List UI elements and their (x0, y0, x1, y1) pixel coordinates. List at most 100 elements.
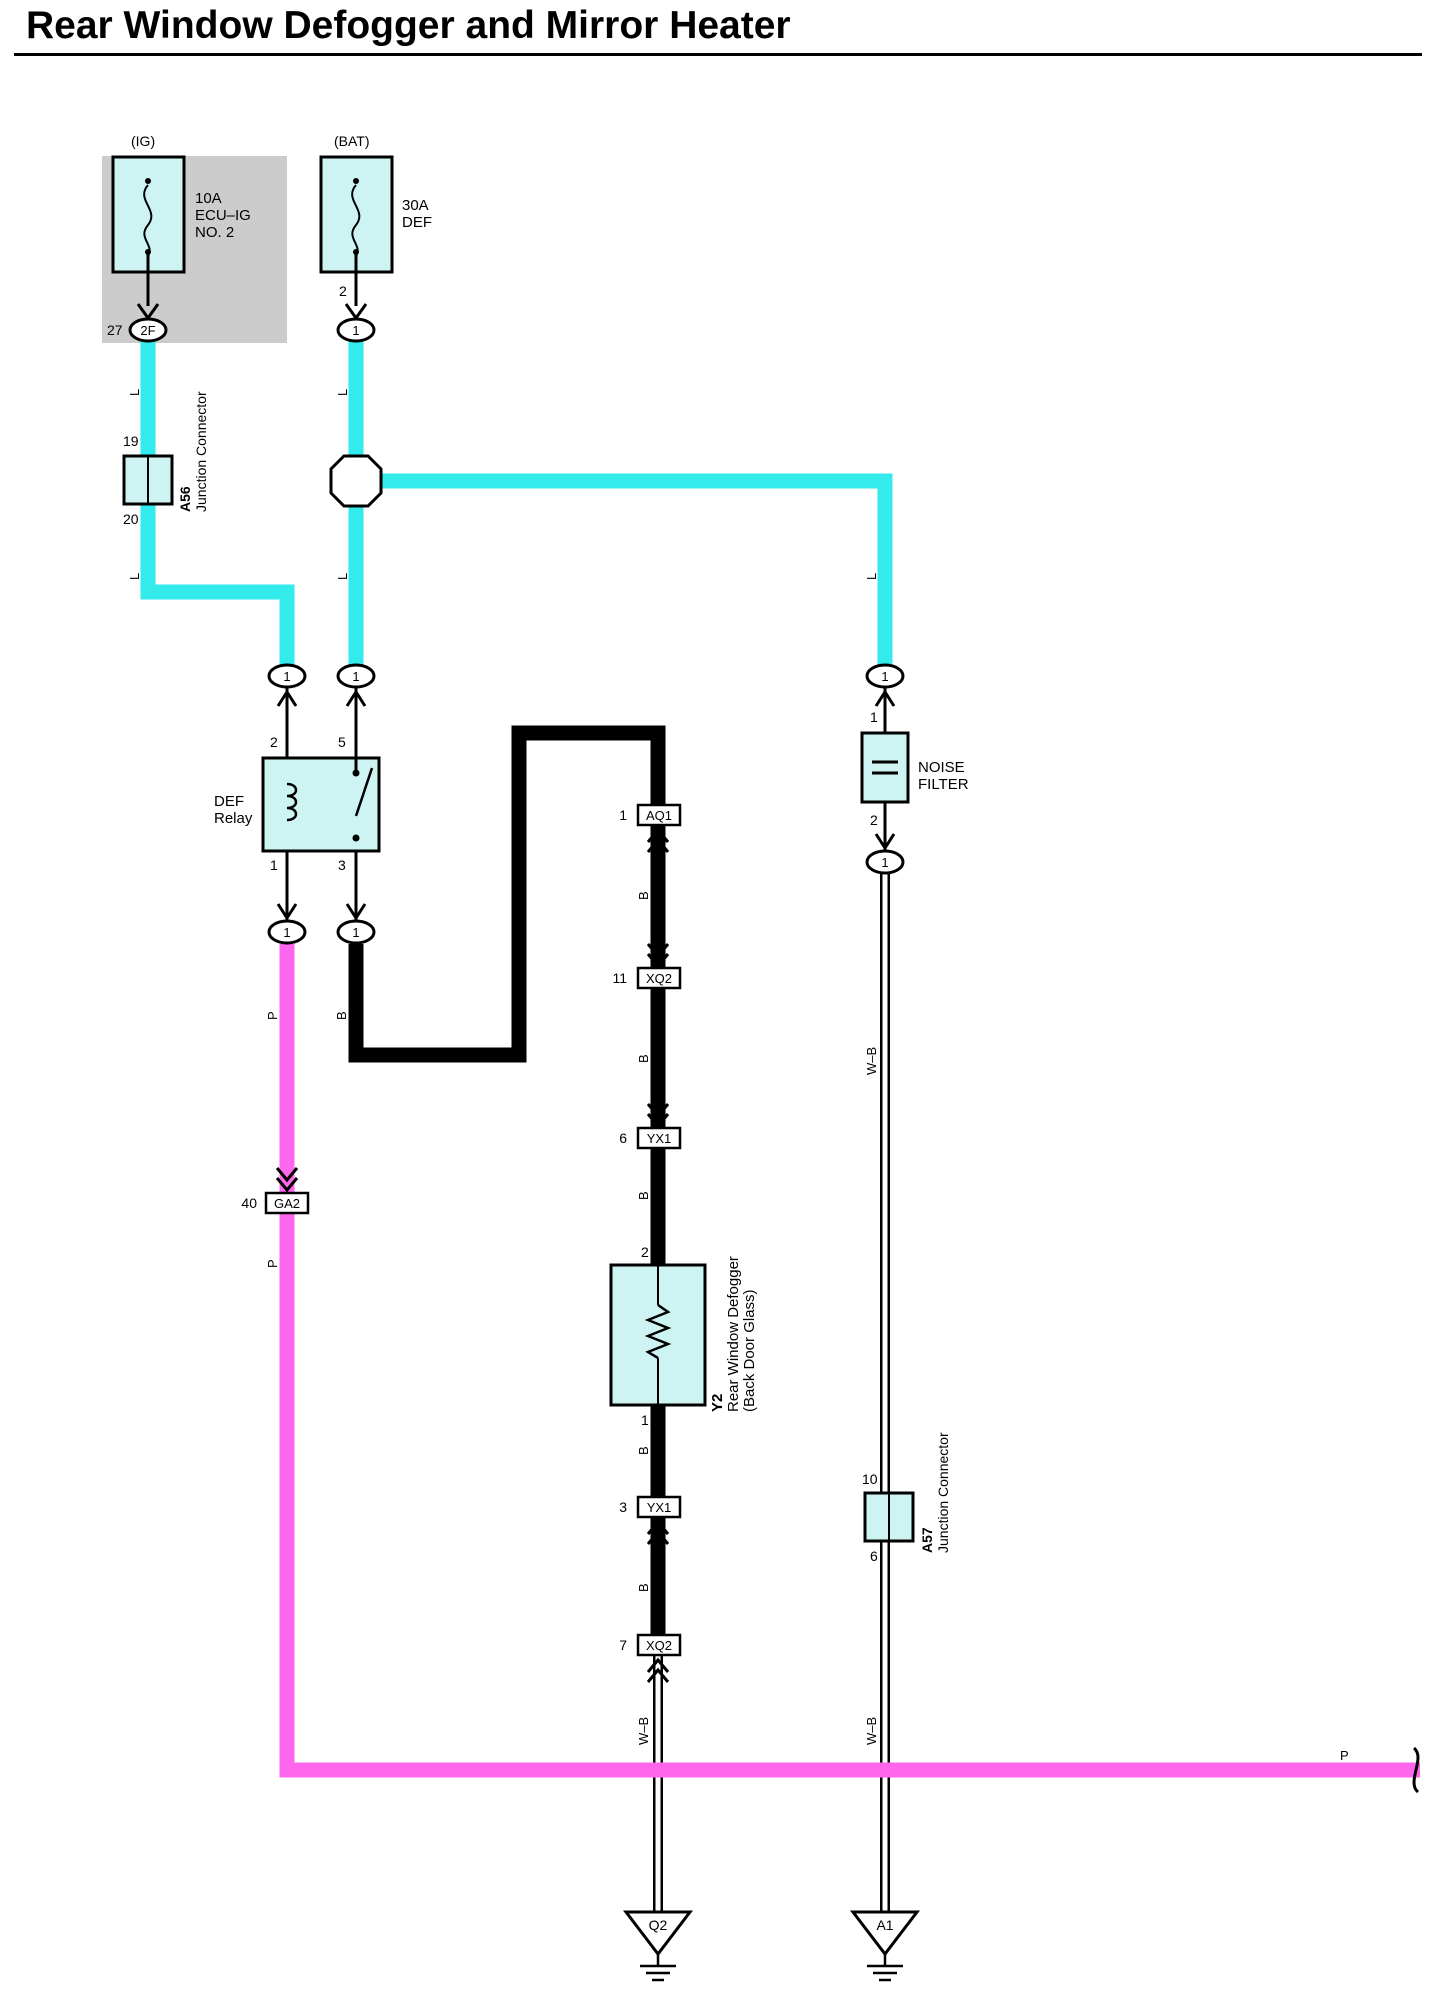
wire-break-mark (1412, 1746, 1420, 1794)
yx1-6-arrow-a (646, 1103, 670, 1119)
wire-p-main (279, 944, 1420, 1778)
noise-filter: 1 1 2 NOISE FILTER (860, 688, 969, 875)
inline-connector-xq2-11: XQ2 11 (612, 943, 682, 990)
ig-fuse-name-1: ECU–IG (195, 207, 251, 224)
ground-q2-triangle (622, 1910, 694, 1957)
aq1-arrow-b (646, 837, 670, 853)
ground-a1-code: A1 (876, 1917, 893, 1933)
relay-input-connectors: 1 1 1 (267, 663, 905, 689)
xq2-7-pin: 7 (619, 1637, 627, 1653)
connector-2f-pin: 27 (107, 322, 123, 338)
yx1-3-code: YX1 (647, 1500, 672, 1515)
conn-relay-in-switch-label: 1 (352, 669, 359, 684)
wire-l-branch (356, 473, 893, 668)
label-b-2: B (636, 1054, 651, 1063)
bat-fuse-element (351, 184, 361, 257)
ground-a1-triangle (849, 1910, 921, 1957)
yx1-3-arrow-a (646, 1519, 670, 1535)
xq2-7-code: XQ2 (646, 1638, 672, 1653)
a56-pin-bottom: 20 (123, 511, 139, 527)
relay-switch-blade (354, 767, 374, 817)
defogger-name-2: (Back Door Glass) (741, 1289, 758, 1412)
ga2-arrow-a (275, 1167, 299, 1183)
bat-source-label: (BAT) (334, 133, 370, 149)
conn-relay-in-coil (267, 663, 307, 689)
title-rule (14, 53, 1422, 56)
bat-fuse-dot-top (353, 178, 359, 184)
wire-l-group (140, 338, 893, 668)
label-wb-1: W–B (864, 1047, 879, 1075)
ga2-arrow-b (275, 1177, 299, 1193)
ig-fuse-name-2: NO. 2 (195, 224, 234, 241)
yx1-6-arrow-b (646, 1113, 670, 1129)
relay-box (261, 756, 381, 853)
relay-name-1: DEF (214, 793, 244, 810)
inline-connector-yx1-3: YX1 3 (619, 1495, 682, 1545)
label-b-relay: B (334, 1011, 349, 1020)
xq2-11-arrow-b (646, 953, 670, 969)
label-l-3: L (335, 389, 350, 396)
noise-name-1: NOISE (918, 759, 965, 776)
inline-connector-xq2-7: XQ2 7 (619, 1633, 682, 1683)
aq1-code: AQ1 (646, 808, 672, 823)
yx1-6-code: YX1 (647, 1131, 672, 1146)
xq2-7-arrow-a (646, 1657, 670, 1673)
connector-bat-oval (336, 317, 376, 343)
a57-pin-top: 10 (862, 1471, 878, 1487)
label-l-5: L (864, 573, 879, 580)
bat-fuse-name: DEF (402, 214, 432, 231)
page-title: Rear Window Defogger and Mirror Heater (26, 4, 791, 47)
ga2-box (264, 1191, 310, 1215)
ground-q2-code: Q2 (649, 1917, 668, 1933)
ground-q2: Q2 (622, 1910, 694, 1982)
def-relay: 2 5 1 3 DEF Relay (214, 688, 381, 925)
wire-wb-group (653, 862, 890, 1912)
noise-arrow-top (874, 689, 896, 707)
relay-arrow-top-coil (276, 689, 298, 707)
conn-noise-in-label: 1 (881, 669, 888, 684)
relay-arrow-bot-switch (345, 903, 367, 921)
ga2-code: GA2 (274, 1196, 300, 1211)
wire-b-relay-out (348, 725, 666, 1063)
conn-relay-out-coil-label: 1 (283, 925, 290, 940)
connector-2f: 2F 27 (107, 303, 168, 343)
junction-a56: 19 20 A56 Junction Connector (122, 391, 209, 527)
label-wb-2: W–B (636, 1717, 651, 1745)
bat-fuse-rating: 30A (402, 197, 429, 214)
ig-fuse-rating: 10A (195, 190, 222, 207)
connector-bat-pin: 2 (339, 283, 347, 299)
label-b-3: B (636, 1191, 651, 1200)
inline-connector-ga2: GA2 40 (241, 1167, 310, 1215)
yx1-3-box (636, 1495, 682, 1519)
a57-pin-bottom: 6 (870, 1548, 878, 1564)
aq1-arrow-a (646, 827, 670, 843)
defogger-pin-bottom: 1 (641, 1412, 649, 1428)
conn-relay-out-coil (267, 919, 307, 945)
label-p-3: P (1340, 1748, 1349, 1763)
conn-noise-out-label: 1 (881, 855, 888, 870)
ground-a1: A1 (849, 1910, 921, 1982)
label-l-1: L (127, 389, 142, 396)
label-wb-3: W–B (864, 1717, 879, 1745)
conn-relay-out-switch (336, 919, 376, 945)
inline-connector-yx1-6: YX1 6 (619, 1103, 682, 1150)
label-b-4: B (636, 1446, 651, 1455)
wire-junction-octagon (329, 454, 383, 508)
junction-a57: 10 6 A57 Junction Connector (862, 1432, 951, 1564)
a56-pin-top: 19 (123, 433, 139, 449)
defogger-code: Y2 (709, 1394, 726, 1412)
label-b-5: B (636, 1583, 651, 1592)
label-l-2: L (127, 573, 142, 580)
connector-2f-label: 2F (140, 323, 155, 338)
noise-box (860, 731, 910, 804)
conn-relay-in-coil-label: 1 (283, 669, 290, 684)
ig-fuse-dot-top (145, 178, 151, 184)
relay-pin-5: 5 (338, 734, 346, 750)
connector-bat-label: 1 (352, 323, 359, 338)
relay-coil-symbol (286, 782, 298, 822)
defogger-y2: 2 1 Y2 Rear Window Defogger (Back Door G… (609, 1244, 758, 1428)
relay-arrow-top-switch (345, 689, 367, 707)
relay-pin-3: 3 (338, 857, 346, 873)
relay-output-connectors: 1 1 (267, 919, 376, 945)
